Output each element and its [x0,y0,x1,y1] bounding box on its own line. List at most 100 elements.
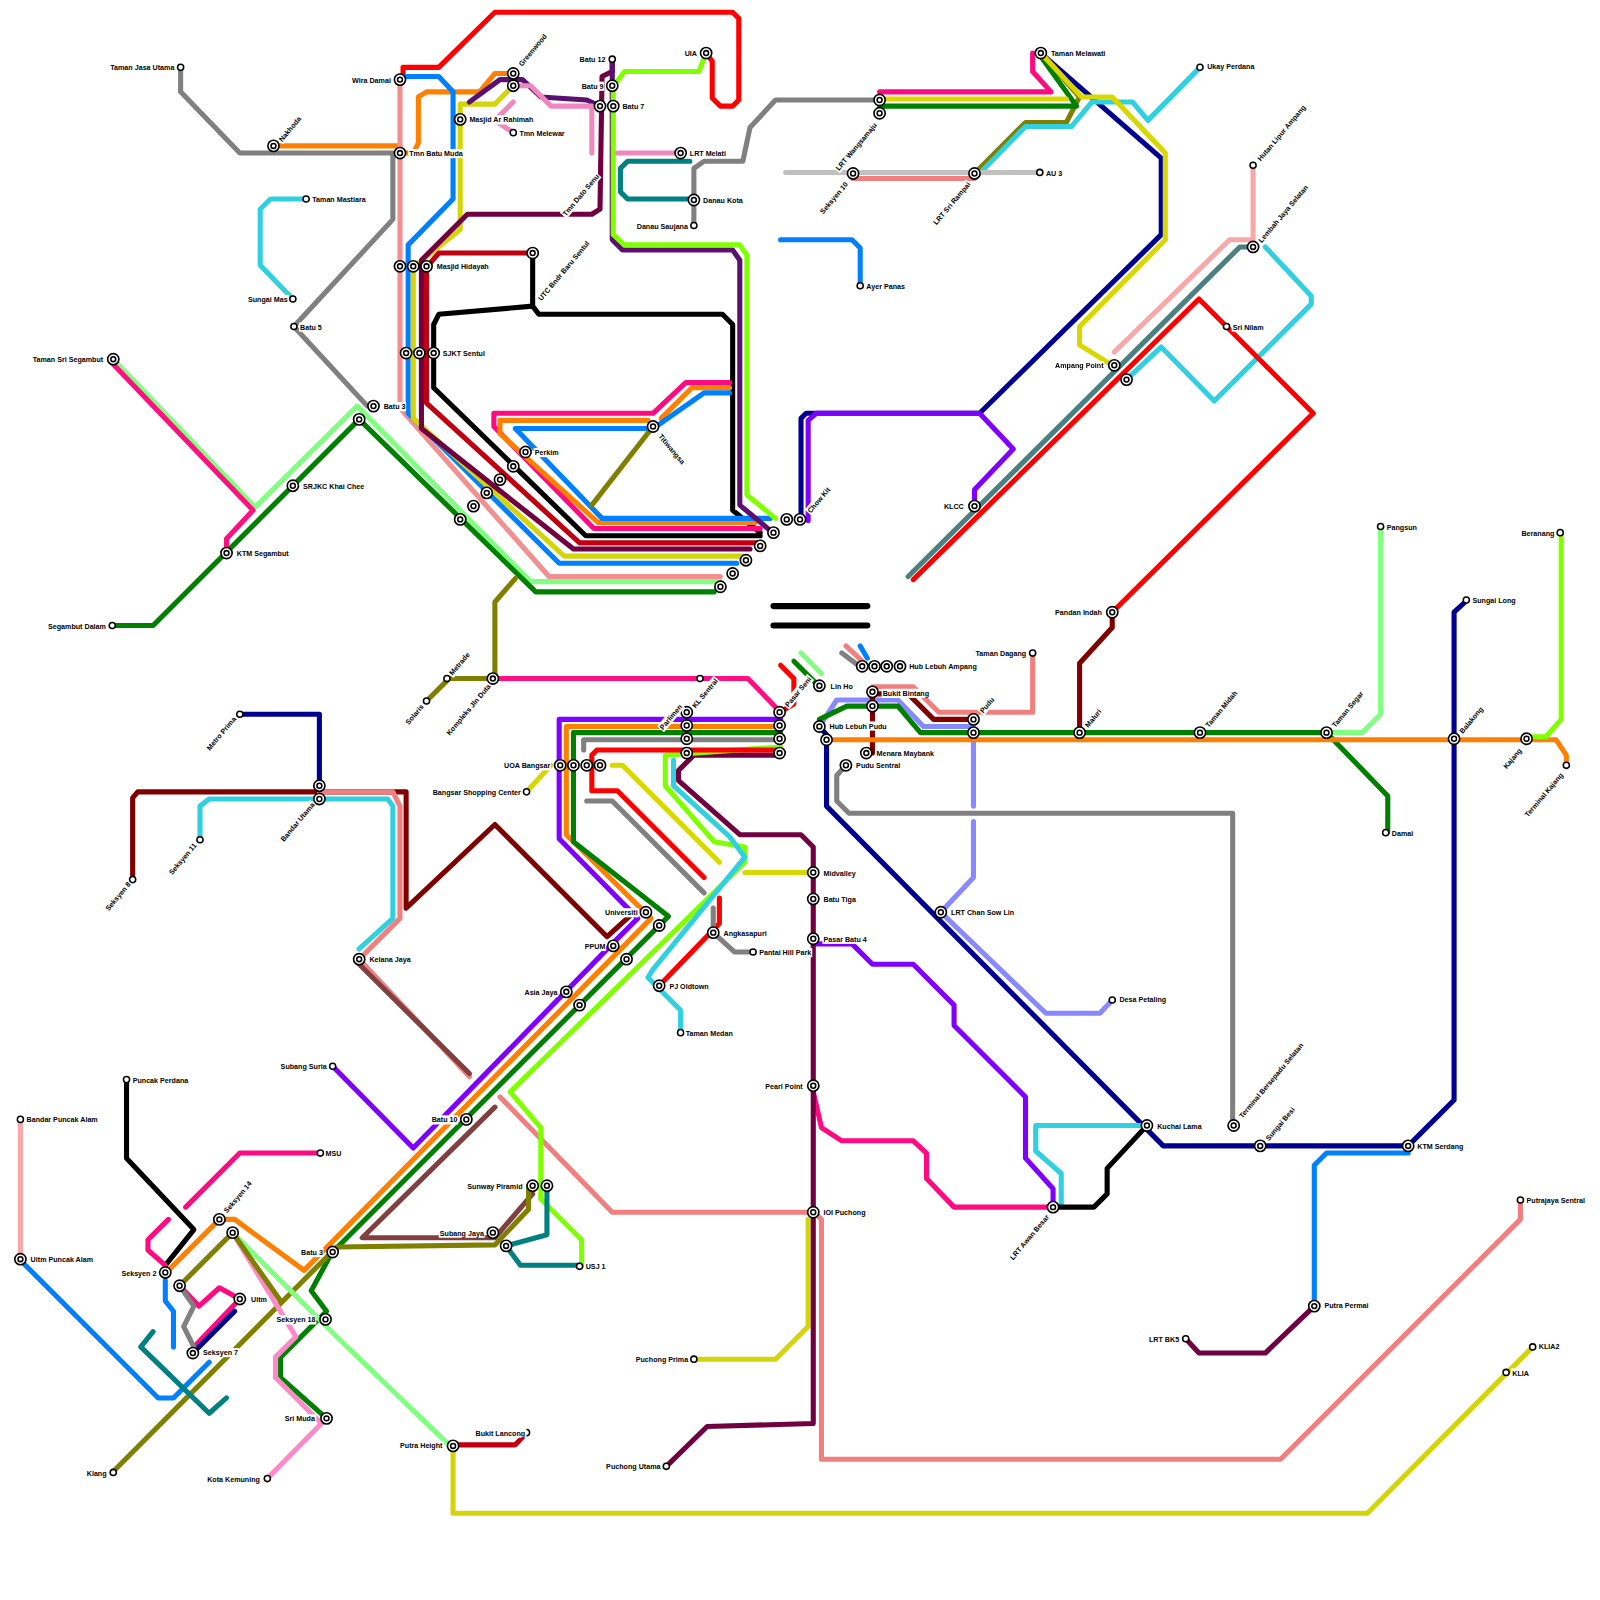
rail-line [872,653,1032,712]
station-label: Seksyen 11 [166,840,199,877]
station-label: Bangsar Shopping Center [432,787,522,796]
station-label: Putrajaya Sentral [1526,1195,1586,1204]
station-marker [647,421,658,432]
station-label: Universiti [604,908,639,917]
station-marker [814,680,825,691]
rail-line [493,679,778,710]
station-marker [688,194,699,205]
rail-line [694,1219,808,1359]
station-marker [874,108,885,119]
station-marker [1517,1197,1523,1203]
station-marker [874,94,885,105]
rail-line [500,388,755,523]
station-marker [227,1227,238,1238]
station-marker [1448,733,1459,744]
station-marker [110,1469,116,1475]
station-marker [840,760,851,771]
station-label: Seksyen 7 [202,1347,239,1356]
rail-line [200,799,393,949]
station-label: KLIA [1511,1368,1530,1377]
rail-line [813,1092,1053,1207]
station-marker [447,1440,458,1451]
station-marker [401,347,412,358]
station-marker [481,487,492,498]
station-marker [15,47,1570,1481]
rail-line [1314,1153,1408,1306]
station-marker [394,147,405,158]
station-label: Beranang [1520,528,1555,537]
station-marker [287,480,298,491]
station-label: Terminal Kajang [1522,769,1566,819]
station-marker [969,501,980,512]
station-label: Kuchai Lama [1156,1121,1203,1130]
station-label: PJ Oldtown [668,981,709,990]
station-label: Asia Jaya [523,987,558,996]
rail-line [510,747,780,1265]
station-label: Batu 5 [299,322,323,331]
station-marker [320,1314,331,1325]
rail-line [148,1153,320,1347]
rail-line [773,606,867,625]
station-label: Sri Nilam [1232,322,1265,331]
rail-line [180,1233,281,1301]
station-label: Sunway Piramid [466,1181,523,1190]
station-marker [303,196,309,202]
station-label: Desa Petaling [1118,994,1167,1003]
station-marker [691,1356,697,1362]
station-label: Subang Jaya [439,1228,485,1237]
station-marker [678,1030,684,1036]
station-marker [237,711,243,717]
station-label: Batu 12 [579,55,607,64]
station-marker [1141,1120,1152,1131]
station-marker [508,80,519,91]
station-marker [268,140,279,151]
station-label: Danau Saujana [636,221,689,230]
station-label: Uitm Puncak Alam [30,1255,94,1264]
station-marker [408,261,419,272]
station-marker [428,347,439,358]
station-marker [594,760,605,771]
station-marker [1403,1140,1414,1151]
station-marker [455,114,466,125]
station-marker [1121,374,1132,385]
station-marker [187,1347,198,1358]
station-label: UOA Bangsar [503,761,551,770]
station-label: Pearl Point [764,1081,803,1090]
station-marker [808,1080,819,1091]
station-marker [808,893,819,904]
station-label: Taman Mastiara [311,194,367,203]
station-label: Greenwood [516,31,550,69]
station-marker [291,323,297,329]
station-marker [847,168,858,179]
station-label: Pantai Hill Park [758,947,812,956]
rail-line [273,73,513,153]
rail-line [260,199,306,299]
station-label: KTM Segambut [236,548,290,557]
station-marker [881,661,892,672]
station-label: Taman Midah [1203,687,1240,729]
station-marker [108,354,119,365]
station-label: PPUM [584,941,607,950]
station-marker [663,1463,669,1469]
station-label: Hub Lebuh Ampang [908,662,978,671]
station-marker [568,760,579,771]
rail-line [1036,1126,1143,1205]
station-marker [1530,1344,1536,1350]
station-marker [501,1240,512,1251]
station-label: Batu 7 [621,102,645,111]
station-marker [1463,597,1469,603]
station-label: Segambut Dalam [47,621,107,630]
station-marker [527,247,538,258]
station-marker [1503,1369,1509,1375]
station-label: LRT Melati [689,148,727,157]
station-marker [691,222,697,228]
station-marker [608,101,619,112]
station-label: Bandar Utama [278,799,317,844]
station-label: Batu 10 [431,1115,459,1124]
station-marker [1228,1120,1239,1131]
station-marker [574,999,585,1010]
station-marker [368,401,379,412]
station-marker [794,514,805,525]
